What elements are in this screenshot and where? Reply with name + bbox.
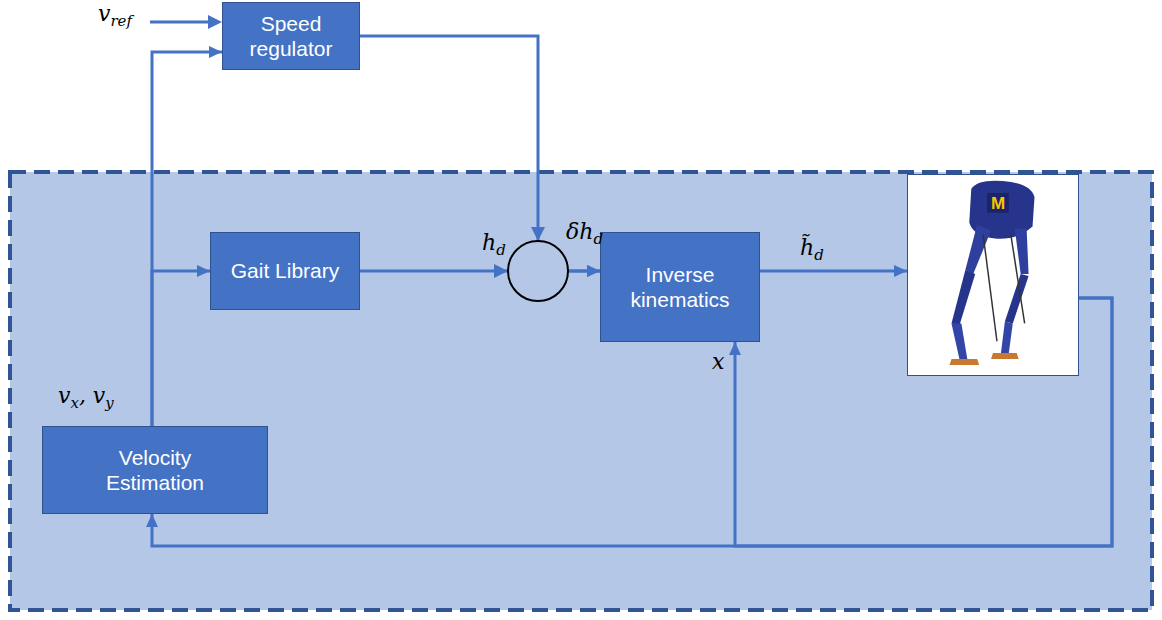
subscript: d	[496, 241, 506, 259]
robot-picture: M	[907, 174, 1079, 376]
connector	[360, 36, 600, 271]
arrow-head	[208, 15, 222, 29]
velocity-estimation-box: Velocity Estimation	[42, 426, 268, 514]
subscript: x	[70, 394, 78, 412]
signal-label: vx, vy	[58, 384, 114, 408]
arrow-head	[494, 264, 508, 278]
box-label: Gait Library	[231, 258, 340, 283]
logo-letter: M	[991, 195, 1005, 212]
box-label: Velocity Estimation	[95, 445, 215, 495]
signal-label: vref	[98, 2, 132, 26]
signal-label: δhd	[566, 220, 603, 244]
subscript: y	[105, 394, 113, 412]
arrow-head	[531, 227, 545, 241]
signal-label: x	[712, 350, 724, 374]
signal-label: h̃d	[800, 236, 824, 260]
gait-library-box: Gait Library	[210, 232, 360, 310]
inverse-kinematics-box: Inverse kinematics	[600, 232, 760, 342]
subscript: ref	[110, 12, 132, 30]
subscript: d	[814, 246, 824, 264]
subscript: d	[593, 230, 603, 248]
summing-junction	[508, 241, 568, 301]
connector	[152, 271, 210, 426]
box-label: Inverse kinematics	[608, 262, 752, 312]
connector	[760, 270, 907, 273]
signal-label: hd	[482, 231, 506, 255]
dashed-region	[10, 172, 1152, 610]
speed-regulator-box: Speed regulator	[222, 2, 360, 70]
box-label: Speed regulator	[230, 11, 352, 61]
input-wire	[150, 21, 210, 24]
